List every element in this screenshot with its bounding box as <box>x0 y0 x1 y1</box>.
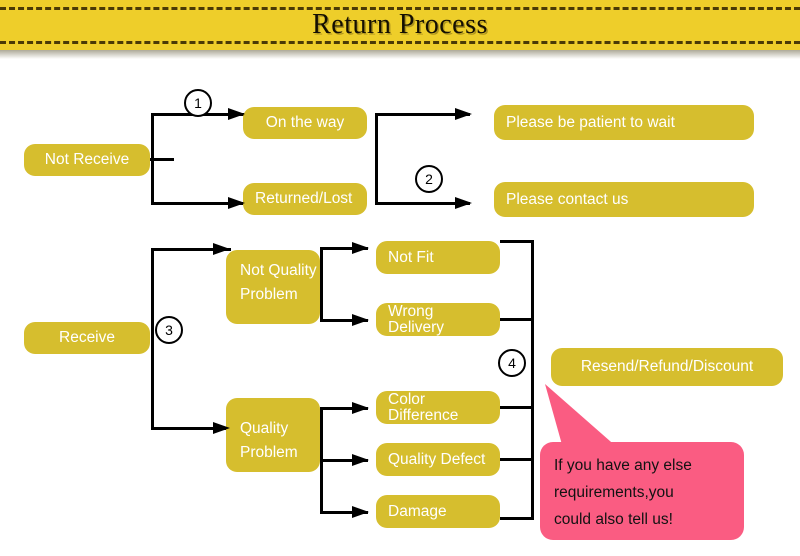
flowchart-canvas: Not Receive 1 On the way Returned/Lost 2… <box>0 59 800 556</box>
connector-to-contact-us <box>375 202 470 205</box>
node-please-contact-us[interactable]: Please contact us <box>494 182 754 217</box>
banner-shadow <box>0 50 800 59</box>
connector-to-color-difference <box>320 407 368 410</box>
connector-receive-split <box>151 248 154 430</box>
connector-not-receive-stem <box>150 158 174 161</box>
node-not-fit-label: Not Fit <box>388 248 434 266</box>
connector-to-not-quality-problem <box>151 248 231 251</box>
connector-to-quality-problem <box>151 427 231 430</box>
arrow-to-not-fit <box>352 242 369 254</box>
node-quality-defect[interactable]: Quality Defect <box>376 443 500 476</box>
node-returned-lost-label: Returned/Lost <box>255 190 353 208</box>
collector-stub-wrong-delivery <box>500 318 534 321</box>
collector-stub-not-fit <box>500 240 534 243</box>
arrow-to-returned-lost <box>228 197 245 209</box>
node-not-receive-label: Not Receive <box>44 151 130 169</box>
arrow-to-contact-us <box>455 197 472 209</box>
node-not-receive[interactable]: Not Receive <box>24 144 150 176</box>
node-wrong-delivery[interactable]: Wrong Delivery <box>376 303 500 336</box>
step-marker-2: 2 <box>415 165 443 193</box>
arrow-to-wrong-delivery <box>352 314 369 326</box>
arrow-to-on-the-way <box>228 108 245 120</box>
node-not-fit[interactable]: Not Fit <box>376 241 500 274</box>
node-color-difference-label: Color Difference <box>388 391 459 424</box>
arrow-to-damage <box>352 506 369 518</box>
callout-line-3: could also tell us! <box>554 511 673 528</box>
connector-to-damage <box>320 511 368 514</box>
callout-line-2: requirements,you <box>554 484 674 501</box>
callout-line-1: If you have any else <box>554 457 692 474</box>
connector-nqp-split <box>320 247 323 322</box>
collector-stub-quality-defect <box>500 458 534 461</box>
node-receive[interactable]: Receive <box>24 322 150 354</box>
connector-to-returned-lost <box>151 202 246 205</box>
node-on-the-way[interactable]: On the way <box>243 107 367 139</box>
node-not-quality-problem[interactable]: Not Quality Problem <box>226 250 320 324</box>
collector-bus <box>531 240 534 520</box>
connector-to-be-patient <box>375 113 470 116</box>
node-damage-label: Damage <box>388 502 447 520</box>
node-quality-problem-label: Quality Problem <box>240 420 298 461</box>
page-header-banner: Return Process <box>0 0 800 50</box>
node-receive-label: Receive <box>59 329 115 347</box>
node-quality-problem[interactable]: Quality Problem <box>226 398 320 472</box>
node-resend-refund-discount[interactable]: Resend/Refund/Discount <box>551 348 783 386</box>
connector-not-receive-split <box>151 113 154 205</box>
connector-to-quality-defect <box>320 459 368 462</box>
node-returned-lost[interactable]: Returned/Lost <box>243 183 367 215</box>
step-marker-4: 4 <box>498 349 526 377</box>
callout-bubble: If you have any else requirements,you co… <box>540 442 744 540</box>
arrow-to-not-quality-problem <box>213 243 230 255</box>
page-title: Return Process <box>312 9 488 40</box>
node-quality-defect-label: Quality Defect <box>388 450 486 468</box>
connector-state-split <box>375 113 378 205</box>
collector-stub-damage <box>500 517 534 520</box>
arrow-to-color-difference <box>352 402 369 414</box>
node-wrong-delivery-label: Wrong Delivery <box>388 303 444 336</box>
arrow-to-quality-defect <box>352 454 369 466</box>
step-marker-3: 3 <box>155 316 183 344</box>
node-please-be-patient-label: Please be patient to wait <box>506 113 675 131</box>
connector-to-not-fit <box>320 247 368 250</box>
arrow-to-be-patient <box>455 108 472 120</box>
node-color-difference[interactable]: Color Difference <box>376 391 500 424</box>
node-on-the-way-label: On the way <box>265 114 345 132</box>
node-please-be-patient[interactable]: Please be patient to wait <box>494 105 754 140</box>
node-damage[interactable]: Damage <box>376 495 500 528</box>
step-marker-1: 1 <box>184 89 212 117</box>
node-please-contact-us-label: Please contact us <box>506 190 629 208</box>
node-not-quality-problem-label: Not Quality Problem <box>240 262 317 303</box>
collector-stub-color-difference <box>500 406 534 409</box>
node-resend-refund-discount-label: Resend/Refund/Discount <box>580 358 754 376</box>
connector-to-wrong-delivery <box>320 319 368 322</box>
arrow-to-quality-problem <box>213 422 230 434</box>
